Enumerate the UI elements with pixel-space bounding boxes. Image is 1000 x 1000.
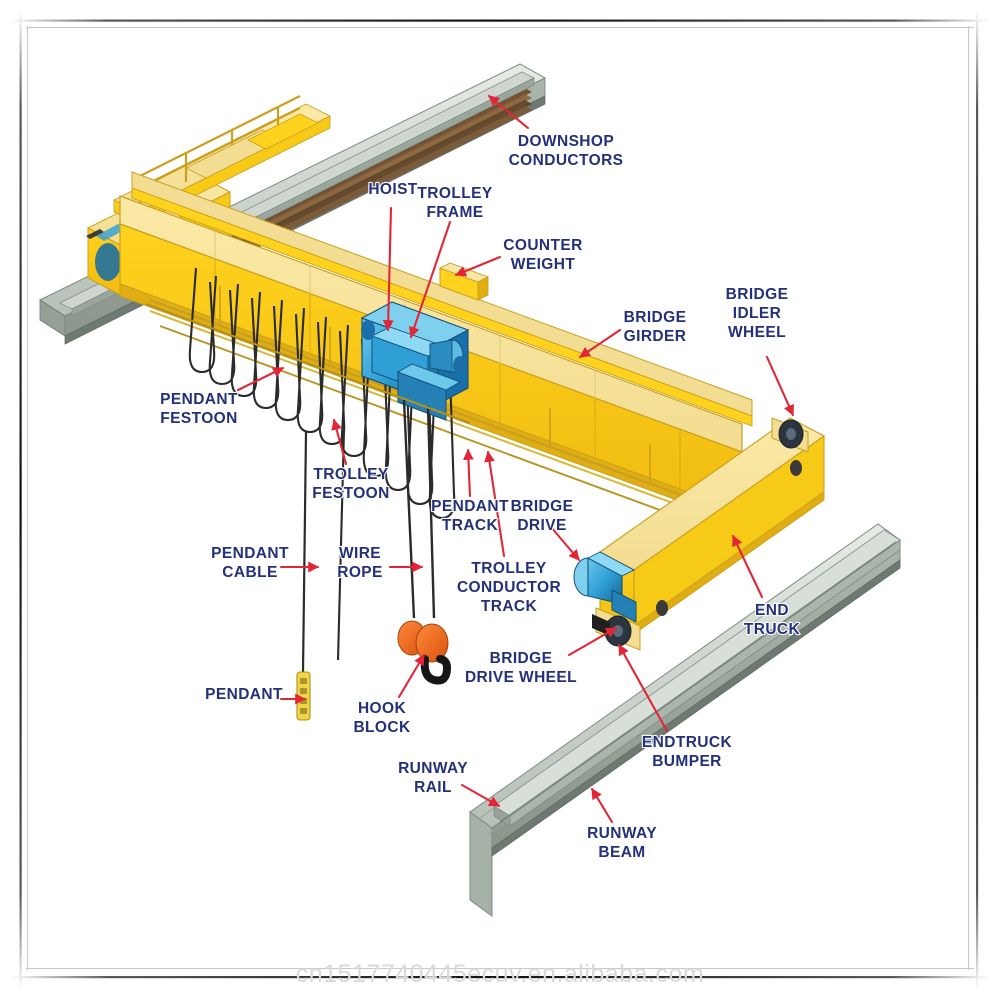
- watermark: cn1517740445ecuv.en.alibaba.com: [296, 960, 704, 988]
- leader-runway-rail: [460, 783, 501, 808]
- leader-trolley-frame: [408, 220, 452, 339]
- leader-bridge-idler-wheel: [765, 355, 795, 417]
- pendant-festoon: [188, 267, 368, 458]
- wire-rope: [336, 399, 436, 661]
- leader-hook-block: [397, 653, 426, 699]
- leader-bridge-drive-wheel: [567, 626, 618, 657]
- leader-runway-beam: [590, 787, 614, 824]
- leader-hoist: [382, 206, 394, 332]
- bridge-drive-motor: [573, 551, 637, 623]
- leader-counter-weight: [454, 255, 502, 277]
- leader-bridge-drive: [549, 525, 581, 562]
- label-pendant: PENDANT: [205, 686, 283, 703]
- runway-rail-front: [493, 529, 901, 827]
- leader-end-truck: [731, 534, 764, 599]
- leader-pendant-track: [462, 448, 474, 498]
- trolley-conductor-track-front: [499, 541, 897, 823]
- pendant-cable: [301, 431, 308, 673]
- leader-trolley-festoon: [331, 418, 348, 466]
- label-hoist: HOIST: [368, 181, 417, 198]
- decorative-frame: [10, 10, 990, 990]
- leader-trolley-conductor-track: [484, 450, 506, 558]
- leader-bridge-girder: [578, 328, 622, 359]
- pendant-station: [296, 671, 311, 721]
- crane-artwork: [38, 63, 901, 917]
- leader-downshop-conductors: [487, 94, 530, 130]
- bridge-girder-walkway: [131, 171, 753, 427]
- hook-block: [397, 620, 452, 685]
- pendant-track-rail: [145, 303, 471, 424]
- leader-lines: [236, 94, 795, 824]
- leader-endtruck-bumper: [617, 643, 669, 733]
- leader-pendant-festoon: [236, 366, 285, 392]
